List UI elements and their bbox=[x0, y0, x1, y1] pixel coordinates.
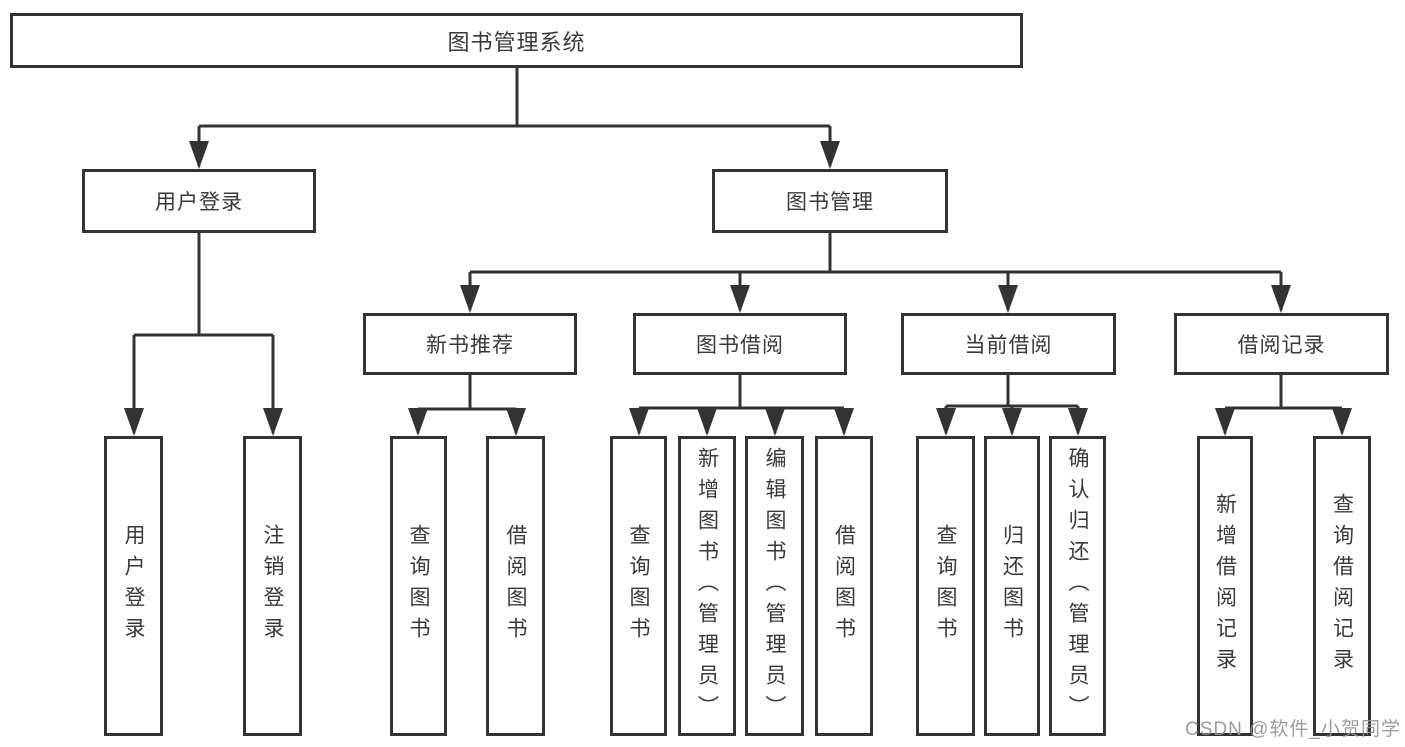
leaf-add-borrow-record: 新增借阅记录 bbox=[1197, 436, 1253, 736]
node-new-book-recommend: 新书推荐 bbox=[363, 313, 577, 375]
leaf-borrow-books-recommend: 借阅图书 bbox=[486, 436, 545, 736]
leaf-logout: 注销登录 bbox=[243, 436, 302, 736]
connector-root-to-level1 bbox=[189, 68, 840, 169]
leaf-query-books-recommend: 查询图书 bbox=[390, 436, 447, 736]
leaf-edit-books-admin: 编辑图书（管理员） bbox=[745, 436, 804, 736]
node-book-borrow: 图书借阅 bbox=[633, 313, 847, 375]
leaf-add-books-admin: 新增图书（管理员） bbox=[678, 436, 736, 736]
connector-user-login-children bbox=[124, 233, 283, 436]
node-user-login: 用户登录 bbox=[82, 169, 316, 233]
connector-new-book-children bbox=[408, 375, 526, 436]
leaf-query-books-borrow: 查询图书 bbox=[610, 436, 667, 736]
csdn-watermark: CSDN @软件_小贺同学 bbox=[1185, 719, 1401, 740]
leaf-confirm-return-admin: 确认归还（管理员） bbox=[1049, 436, 1106, 736]
node-borrow-records: 借阅记录 bbox=[1174, 313, 1389, 375]
connector-book-management-children bbox=[460, 233, 1291, 313]
leaf-return-books: 归还图书 bbox=[984, 436, 1040, 736]
node-book-management: 图书管理 bbox=[712, 169, 948, 233]
leaf-query-borrow-record: 查询借阅记录 bbox=[1313, 436, 1371, 736]
leaf-borrow-books: 借阅图书 bbox=[815, 436, 873, 736]
connector-borrow-records-children bbox=[1215, 375, 1352, 436]
connector-book-borrow-children bbox=[629, 375, 854, 436]
leaf-user-login: 用户登录 bbox=[104, 436, 163, 736]
node-library-management-system: 图书管理系统 bbox=[10, 13, 1023, 68]
node-current-borrow: 当前借阅 bbox=[901, 313, 1116, 375]
connector-current-borrow-children bbox=[936, 375, 1088, 436]
leaf-query-books-current: 查询图书 bbox=[916, 436, 975, 736]
